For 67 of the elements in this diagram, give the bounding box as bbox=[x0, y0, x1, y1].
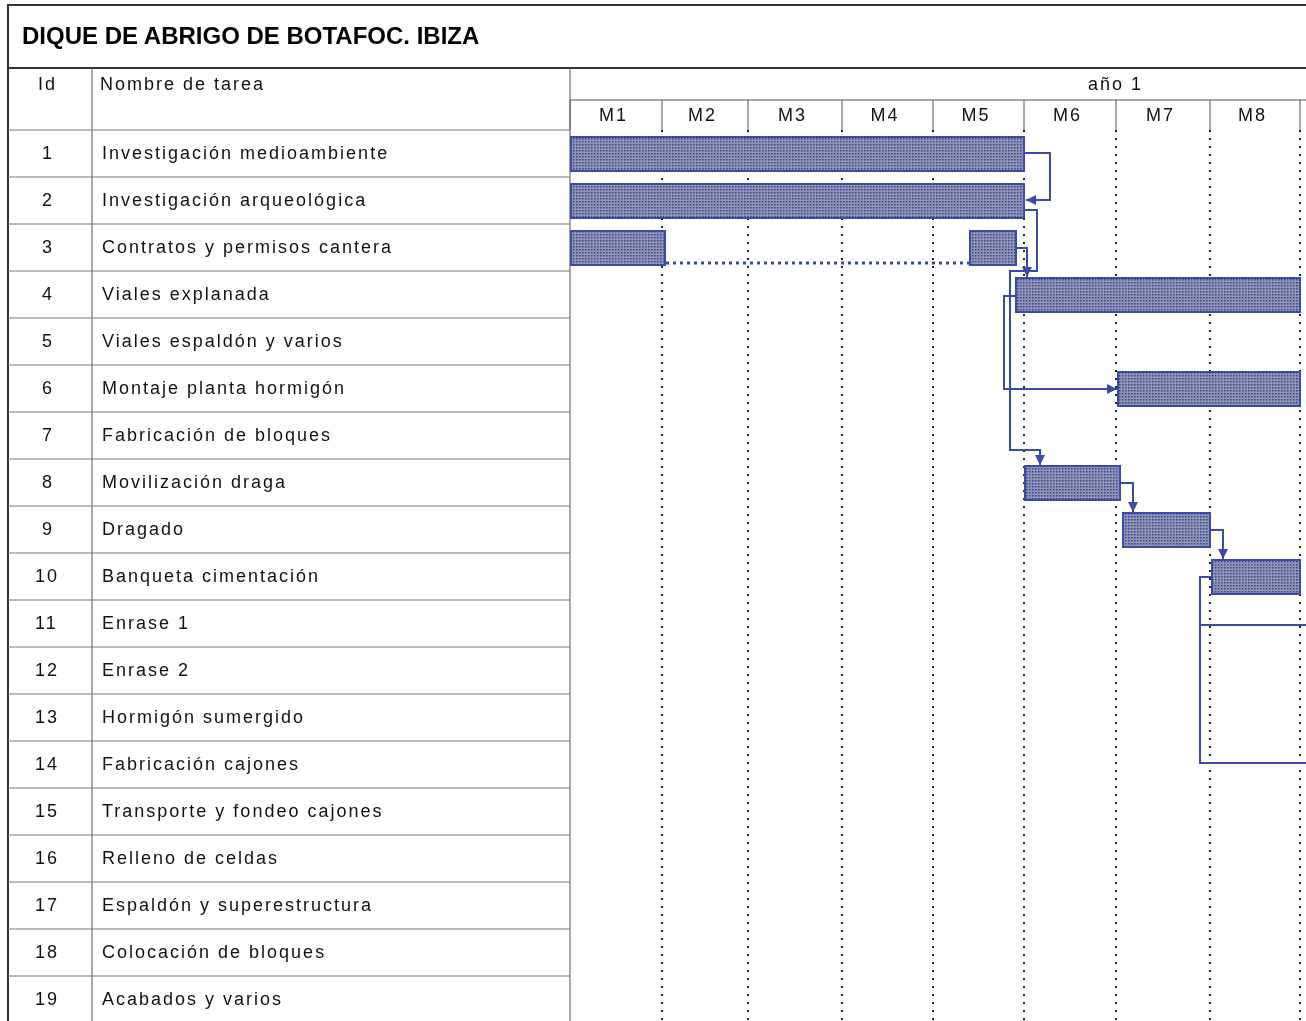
task-id: 16 bbox=[35, 848, 60, 869]
task-name: Montaje planta hormigón bbox=[102, 378, 347, 399]
task-name: Contratos y permisos cantera bbox=[102, 237, 394, 258]
task-bar bbox=[570, 183, 1025, 219]
task-name: Movilización draga bbox=[102, 472, 288, 493]
dependency-arrow bbox=[1120, 482, 1138, 513]
task-id: 3 bbox=[42, 237, 54, 258]
task-name: Viales explanada bbox=[102, 284, 271, 305]
task-bar bbox=[1122, 512, 1211, 548]
task-id: 19 bbox=[35, 989, 60, 1010]
chart-title: DIQUE DE ABRIGO DE BOTAFOC. IBIZA bbox=[22, 22, 480, 50]
month-header: M3 bbox=[778, 105, 807, 126]
task-bar bbox=[570, 136, 1025, 172]
dependency-arrow bbox=[1009, 209, 1045, 466]
month-header: M7 bbox=[1146, 105, 1175, 126]
task-id: 11 bbox=[35, 613, 58, 634]
task-name: Transporte y fondeo cajones bbox=[102, 801, 384, 822]
month-header: M5 bbox=[961, 105, 991, 126]
task-id: 2 bbox=[42, 190, 54, 211]
task-id: 10 bbox=[35, 566, 60, 587]
task-name: Investigación medioambiente bbox=[102, 143, 390, 164]
task-id: 18 bbox=[35, 942, 60, 963]
task-name: Relleno de celdas bbox=[102, 848, 280, 869]
split-line bbox=[666, 261, 969, 265]
task-id: 12 bbox=[35, 660, 60, 681]
task-id: 6 bbox=[42, 378, 54, 399]
task-name: Espaldón y superestructura bbox=[102, 895, 374, 916]
task-name: Viales espaldón y varios bbox=[102, 331, 344, 352]
dependency-arrow bbox=[1003, 295, 1118, 394]
timescale-header: año 1 bbox=[1088, 74, 1144, 95]
month-header: M4 bbox=[870, 105, 900, 126]
task-id: 13 bbox=[35, 707, 60, 728]
month-header: M6 bbox=[1053, 105, 1082, 126]
task-id: 17 bbox=[35, 895, 60, 916]
task-name: Fabricación cajones bbox=[102, 754, 301, 775]
task-id: 14 bbox=[35, 754, 60, 775]
task-name: Hormigón sumergido bbox=[102, 707, 306, 728]
task-id: 15 bbox=[35, 801, 60, 822]
task-bar bbox=[1024, 465, 1121, 501]
task-bar bbox=[570, 230, 666, 266]
task-name: Banqueta cimentación bbox=[102, 566, 321, 587]
month-header: M1 bbox=[599, 105, 628, 126]
task-id: 4 bbox=[42, 284, 54, 305]
task-name: Acabados y varios bbox=[102, 989, 284, 1010]
dependency-arrow bbox=[1024, 152, 1051, 205]
column-header: Id bbox=[38, 74, 57, 95]
column-header: Nombre de tarea bbox=[100, 74, 266, 95]
task-name: Investigación arqueológica bbox=[102, 190, 368, 211]
task-bar bbox=[1117, 371, 1301, 407]
task-bar bbox=[969, 230, 1017, 266]
task-bar bbox=[1211, 559, 1301, 595]
task-bar bbox=[1015, 277, 1301, 313]
task-id: 1 bbox=[42, 143, 54, 164]
task-name: Dragado bbox=[102, 519, 186, 540]
task-id: 5 bbox=[42, 331, 54, 352]
task-id: 7 bbox=[42, 425, 54, 446]
task-name: Fabricación de bloques bbox=[102, 425, 333, 446]
task-id: 9 bbox=[42, 519, 54, 540]
task-name: Enrase 1 bbox=[102, 613, 191, 634]
dependency-arrow bbox=[1210, 529, 1228, 560]
task-id: 8 bbox=[42, 472, 54, 493]
task-name: Enrase 2 bbox=[102, 660, 191, 681]
dependency-arrow bbox=[1016, 247, 1032, 278]
dependency-line bbox=[1199, 576, 1306, 764]
task-name: Colocación de bloques bbox=[102, 942, 327, 963]
month-header: M8 bbox=[1238, 105, 1267, 126]
month-header: M2 bbox=[688, 105, 717, 126]
